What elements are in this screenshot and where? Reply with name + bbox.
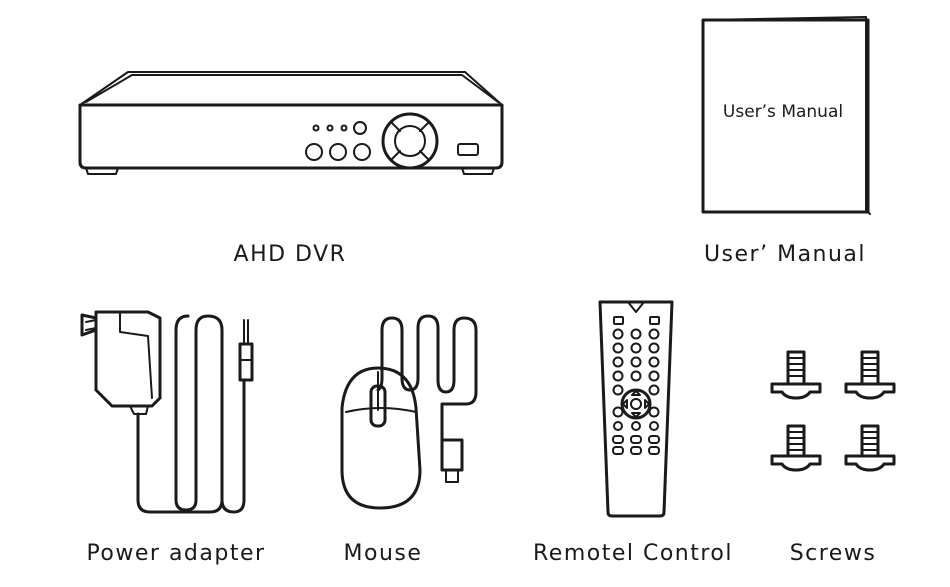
remote-label: Remotel Control [532, 541, 733, 566]
manual-label: User’ Manual [703, 242, 867, 267]
mouse-label: Mouse [343, 541, 423, 566]
adapter-label: Power adapter [86, 541, 266, 566]
remote-buttons [612, 328, 660, 455]
screw [844, 424, 896, 472]
screw [770, 424, 822, 472]
manual-cover-text: User’s Manual [723, 102, 843, 122]
screw [844, 350, 896, 400]
screw [770, 350, 822, 400]
dvr-label: AHD DVR [233, 242, 347, 267]
screws-label: Screws [789, 541, 877, 566]
